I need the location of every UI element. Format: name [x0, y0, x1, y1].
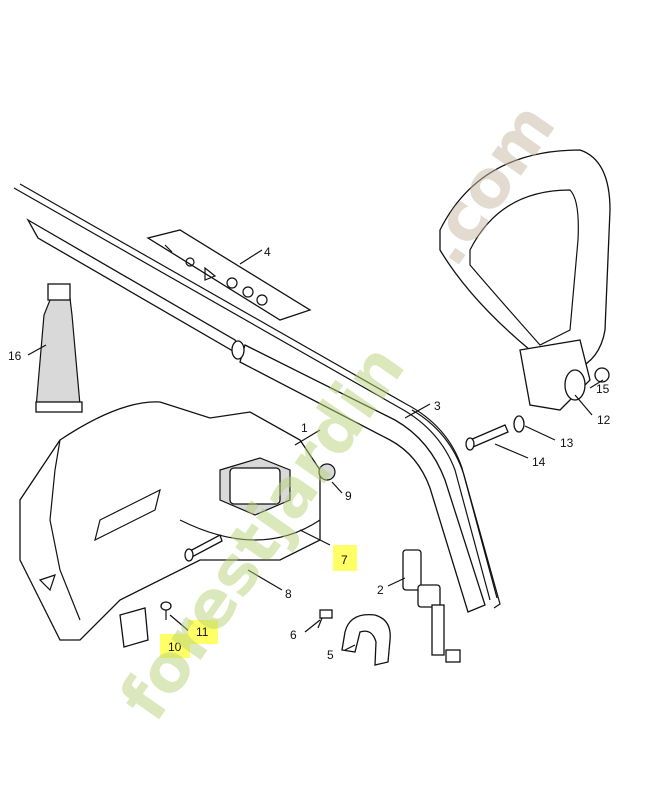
callout-9: 9 — [345, 489, 352, 503]
nut-15 — [594, 367, 610, 383]
warning-label — [146, 229, 312, 321]
screw-6 — [317, 609, 333, 629]
highlight-7 — [333, 545, 357, 571]
loop-handle — [439, 149, 611, 411]
callout-3: 3 — [434, 399, 441, 413]
callout-4: 4 — [264, 245, 271, 259]
callout-1: 1 — [301, 421, 308, 435]
callout-14: 14 — [532, 455, 546, 469]
clamp — [341, 613, 391, 666]
bearing-sleeve — [402, 549, 461, 663]
callout-13: 13 — [560, 436, 574, 450]
washer-13 — [513, 415, 525, 433]
nut-9 — [318, 463, 336, 481]
shaft-tube — [26, 218, 486, 613]
callout-2: 2 — [377, 583, 384, 597]
callout-16: 16 — [8, 349, 22, 363]
callout-5: 5 — [327, 648, 334, 662]
screw-11 — [160, 601, 172, 620]
highlight-10 — [160, 634, 190, 658]
callout-15: 15 — [596, 382, 610, 396]
callout-12: 12 — [597, 413, 611, 427]
grease-tube — [35, 283, 83, 413]
callout-8: 8 — [285, 587, 292, 601]
drive-shaft — [13, 183, 501, 609]
callout-7: 7 — [341, 553, 348, 567]
highlight-11 — [188, 620, 218, 644]
callout-11: 11 — [196, 625, 209, 639]
deflector-guard — [19, 401, 321, 641]
callout-10: 10 — [168, 640, 182, 654]
plate-10 — [119, 607, 149, 648]
screw-8 — [184, 534, 223, 562]
callout-6: 6 — [290, 628, 297, 642]
bolt-14 — [465, 424, 509, 451]
leader-lines — [27, 249, 604, 651]
